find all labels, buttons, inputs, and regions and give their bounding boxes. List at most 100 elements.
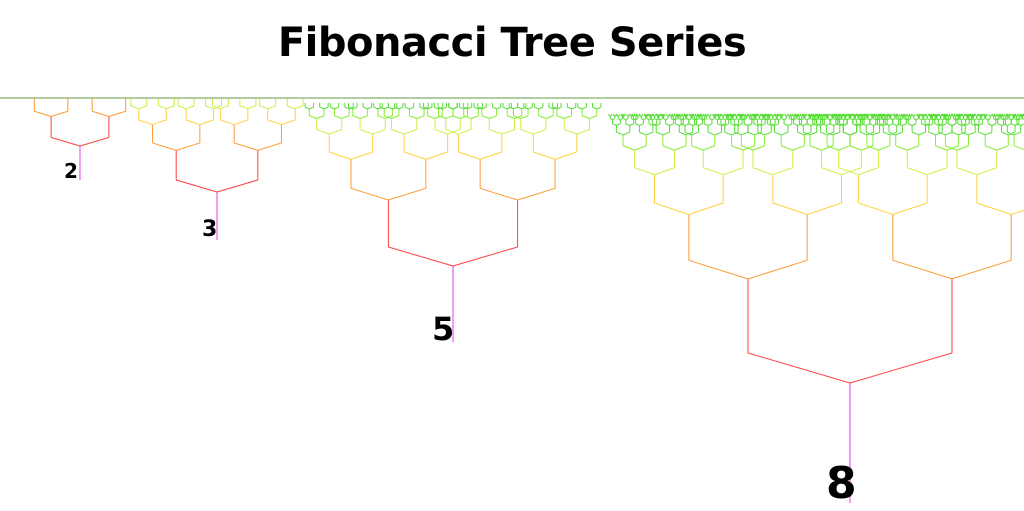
tree-3-branch: [932, 115, 935, 117]
tree-3-branch: [924, 123, 930, 126]
tree-3-branch: [833, 123, 838, 126]
tree-3-branch: [688, 259, 749, 280]
tree-3-branch: [821, 145, 834, 151]
tree-2-branch: [513, 106, 518, 110]
tree-3-branch: [869, 123, 874, 126]
tree-3-branch: [781, 115, 784, 117]
tree-1-branch: [233, 119, 249, 126]
tree-1-branch: [267, 119, 282, 126]
tree-3-branch: [850, 118, 854, 121]
tree-1-branch: [267, 105, 276, 110]
tree-3-branch: [796, 118, 800, 121]
tree-2-branch: [508, 106, 514, 110]
tree-3-branch: [772, 118, 776, 121]
tree-2-branch: [533, 129, 547, 135]
tree-3-branch: [694, 118, 697, 121]
tree-2-branch: [523, 106, 529, 110]
tree-3-branch: [732, 115, 735, 117]
tree-3-branch: [612, 118, 615, 121]
tree-3-branch: [722, 167, 744, 176]
tree-3-branch: [665, 118, 669, 121]
tree-3-branch: [837, 118, 840, 121]
tree-2-branch: [470, 115, 479, 119]
tree-2-branch: [501, 129, 515, 135]
tree-3-branch: [873, 118, 876, 121]
tree-3-branch: [752, 115, 755, 117]
tree-2-branch: [481, 115, 490, 119]
tree-3-branch: [793, 123, 798, 126]
tree-3-branch: [645, 131, 654, 136]
tree-3-branch: [843, 115, 846, 117]
tree-3-branch: [998, 115, 1001, 117]
tree-2-branch: [352, 106, 358, 110]
tree-3-branch: [649, 115, 652, 117]
tree-3-branch: [1017, 115, 1020, 117]
tree-3-branch: [921, 123, 926, 126]
tree-3-branch: [997, 118, 1001, 121]
tree-3-branch: [883, 131, 891, 136]
tree-3-branch: [788, 115, 790, 117]
tree-2-branch: [581, 106, 587, 110]
tree-3-branch: [772, 115, 775, 117]
tree-3-branch: [952, 115, 954, 117]
tree-3-branch: [649, 118, 653, 121]
tree-3-branch: [744, 118, 747, 121]
tree-3-branch: [799, 123, 804, 126]
tree-3-branch: [890, 118, 894, 121]
tree-3-branch: [698, 123, 703, 126]
tree-3-branch: [631, 118, 634, 121]
tree-3-branch: [681, 115, 684, 117]
tree-2-branch: [434, 129, 448, 135]
tree-3-branch: [839, 118, 843, 121]
tree-3-branch: [849, 115, 851, 117]
tree-3-branch: [833, 118, 837, 121]
tree-3-branch: [759, 118, 762, 121]
tree-1-branch: [257, 142, 282, 151]
tree-2-branch: [323, 106, 329, 110]
tree-3-branch: [987, 118, 991, 121]
tree-3-branch: [881, 115, 884, 117]
tree-3-branch: [740, 115, 743, 117]
tree-3-branch: [898, 123, 903, 126]
tree-3-branch: [942, 118, 946, 121]
tree-2-branch: [394, 106, 400, 110]
tree-3-branch: [622, 131, 630, 136]
tree-1-branch: [287, 105, 296, 110]
tree-3-branch: [821, 167, 842, 176]
tree-3-branch: [953, 118, 957, 121]
tree-3-branch: [838, 167, 859, 176]
tree-3-branch: [861, 118, 865, 121]
tree-3-branch: [663, 115, 665, 117]
tree-3-branch: [996, 145, 1009, 151]
tree-3-branch: [944, 115, 947, 117]
tree-1-branch: [199, 119, 214, 126]
tree-2-branch: [517, 187, 556, 201]
tree-3-branch: [688, 123, 693, 126]
tree-3-branch: [938, 131, 946, 136]
tree-3-branch: [978, 123, 983, 126]
tree-3-branch: [659, 118, 663, 121]
tree-3-branch: [936, 115, 939, 117]
tree-3-branch: [971, 123, 976, 126]
tree-3-branch: [636, 115, 639, 117]
tree-3-branch: [626, 115, 629, 117]
tree-3-branch: [781, 131, 789, 136]
tree-3-branch: [651, 115, 653, 117]
tree-3-branch: [645, 115, 647, 117]
tree-3-branch: [844, 118, 848, 121]
tree-2-branch: [405, 106, 410, 110]
tree-3-branch: [826, 123, 831, 126]
tree-3-branch: [684, 131, 692, 136]
tree-3-branch: [731, 145, 744, 151]
tree-3-branch: [804, 115, 807, 117]
tree-3-branch: [990, 115, 992, 117]
tree-3-branch: [791, 115, 793, 117]
tree-3-branch: [860, 131, 868, 136]
tree-3-branch: [803, 115, 806, 117]
tree-3-branch: [976, 167, 997, 176]
tree-3-branch: [956, 145, 969, 151]
tree-label-3: 3: [202, 217, 217, 242]
tree-3-branch: [985, 145, 997, 151]
tree-3-branch: [799, 118, 802, 121]
